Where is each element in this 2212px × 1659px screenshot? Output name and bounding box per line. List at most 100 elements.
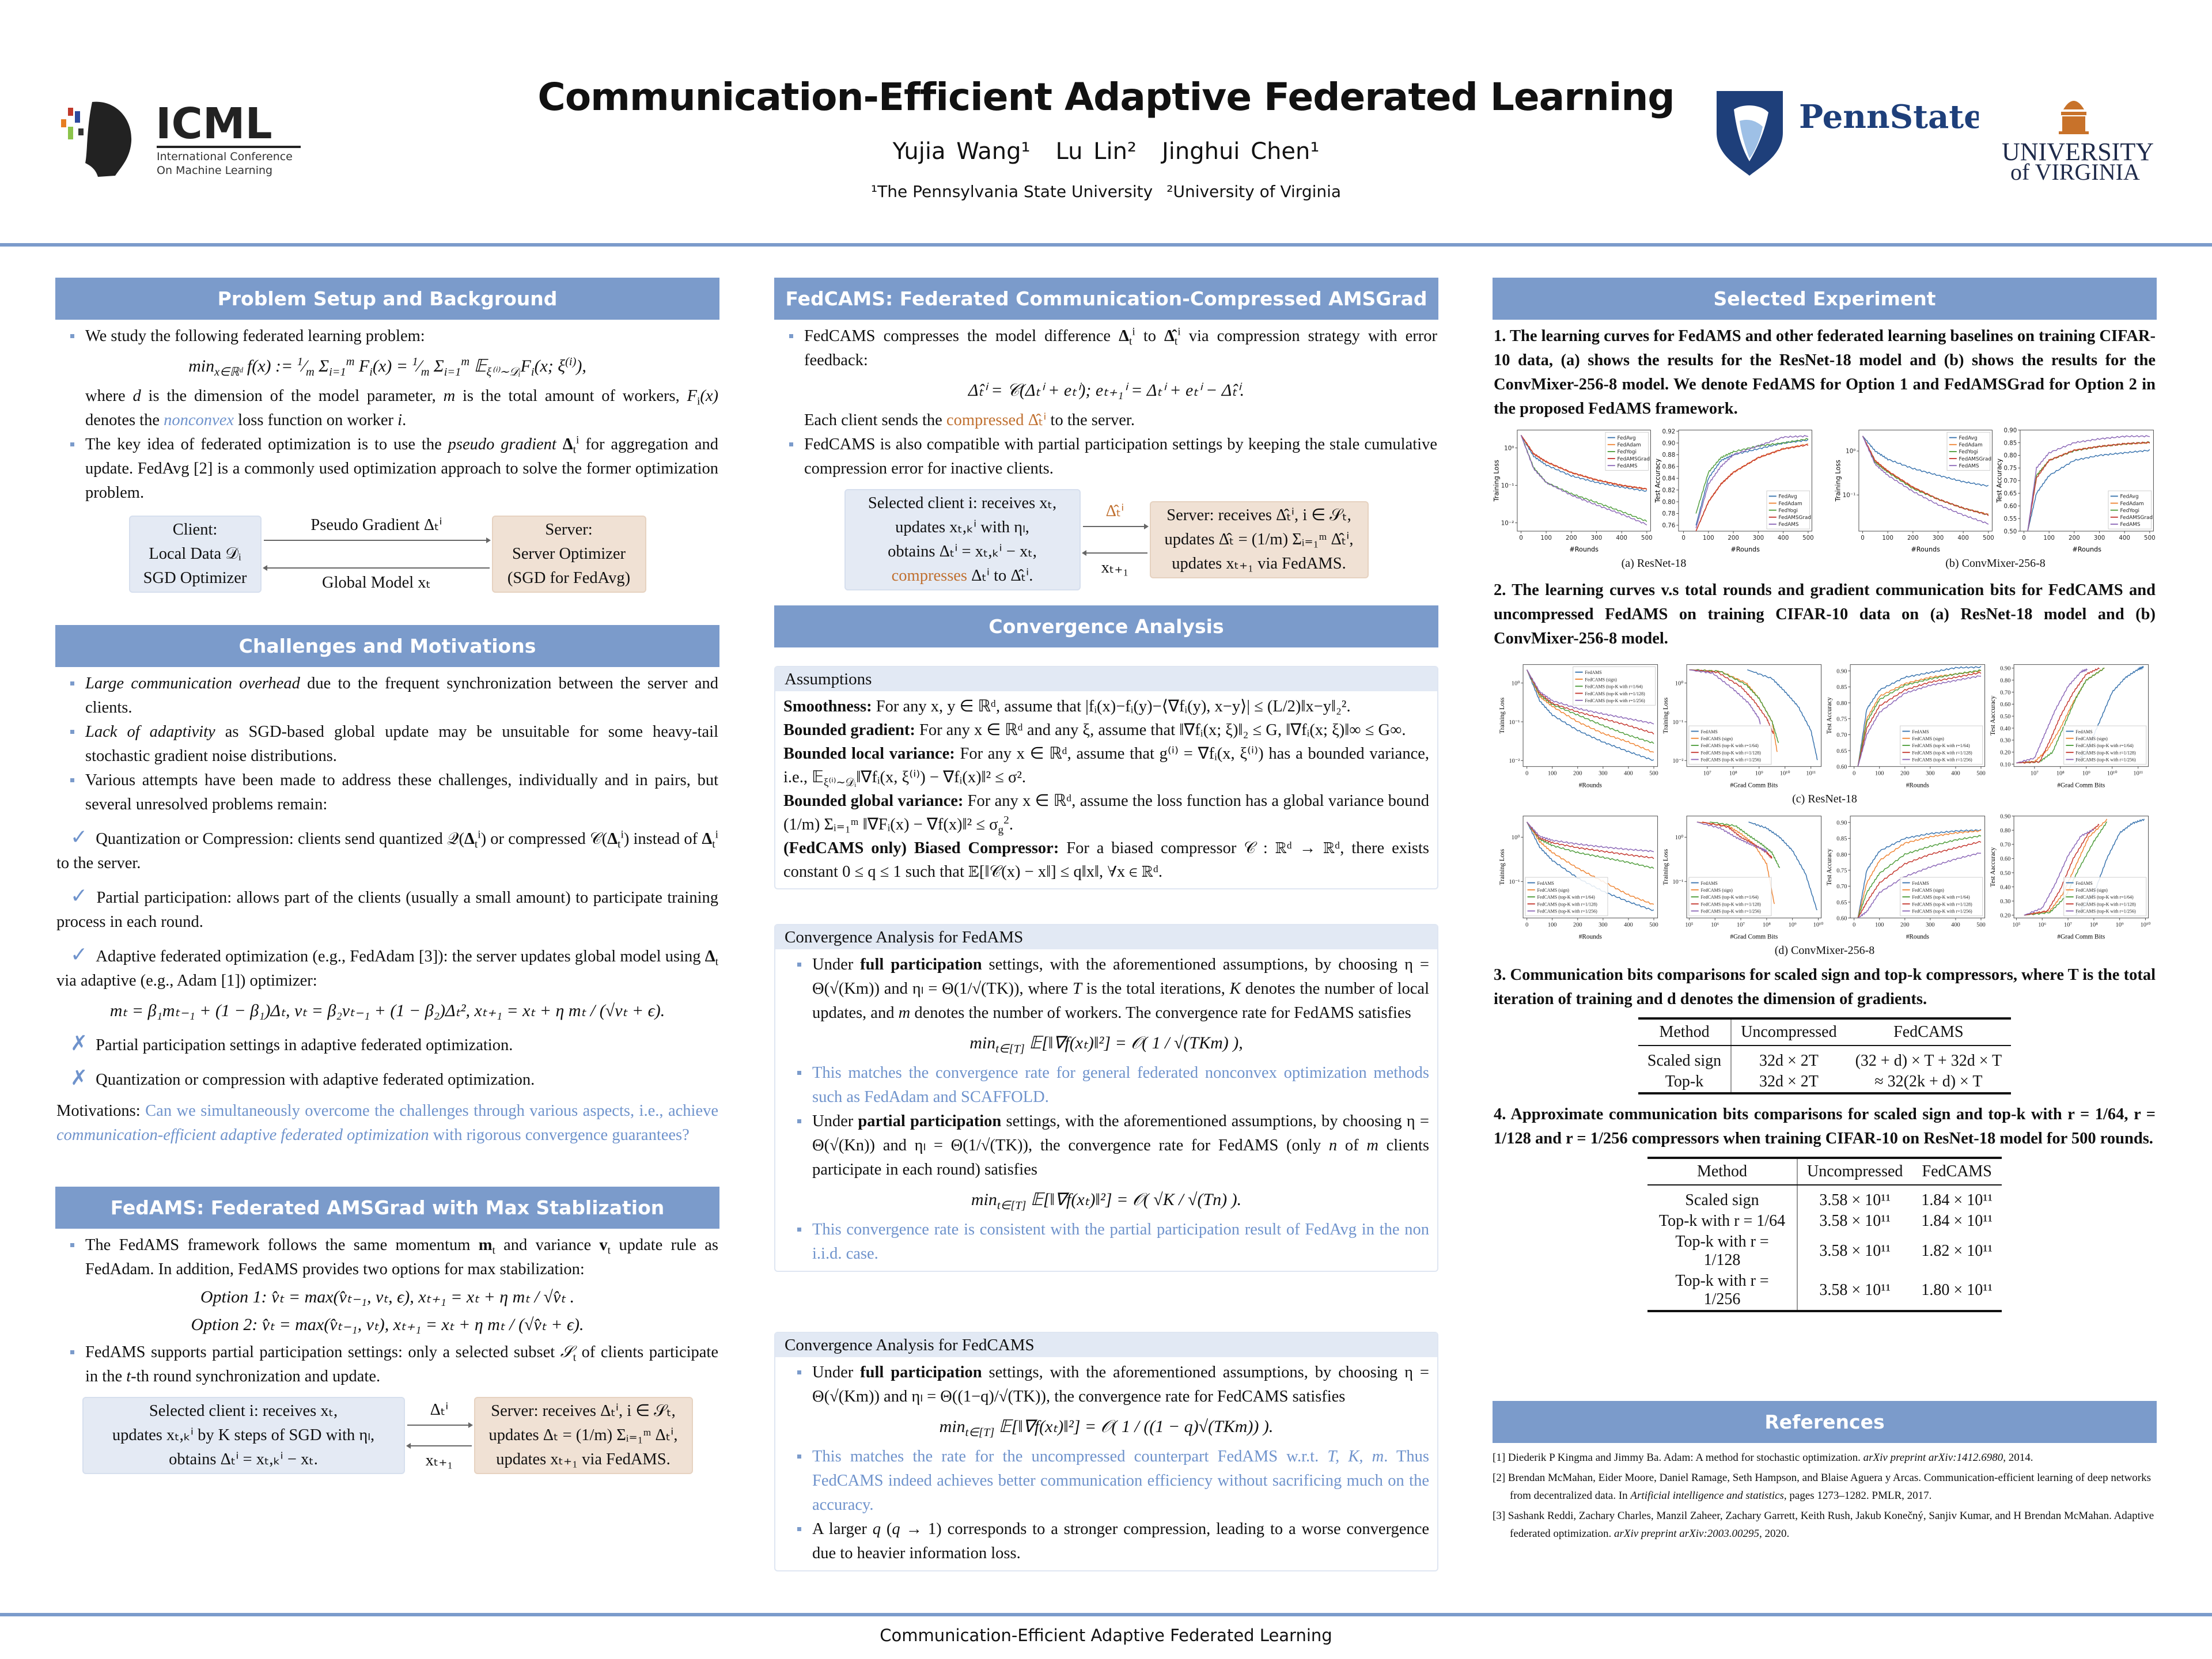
text-segment: to (1135, 327, 1165, 345)
legend-label: FedCAMS (top-K with r=1/128) (1537, 902, 1597, 907)
y-tick-label: 0.90 (1836, 820, 1847, 826)
y-tick-label: 10⁰ (1846, 448, 1855, 455)
series-line (1526, 821, 1654, 853)
text-segment: FedCAMS compresses the model difference (804, 327, 1119, 345)
assumption-local-variance: Bounded local variance: For any x ∈ ℝᵈ, … (783, 742, 1429, 789)
footer-divider (0, 1613, 2212, 1616)
x-tick-label: 10⁷ (2030, 771, 2038, 777)
y-axis-label: Training Loss (1662, 849, 1669, 885)
text-segment: i (620, 828, 624, 841)
x-tick-label: 500 (1641, 535, 1653, 541)
x-tick-label: 10¹¹ (1806, 771, 1816, 777)
y-tick-label: 0.75 (1836, 716, 1847, 722)
y-tick-label: 10⁻² (1501, 520, 1514, 527)
y-tick-label: 10⁻¹ (1843, 492, 1856, 499)
table-header: FedCAMS (1846, 1018, 2012, 1046)
client-line: updates xₜ,ₖⁱ by K steps of SGD with ηₗ, (112, 1426, 375, 1444)
series-line (1709, 821, 1780, 868)
text-segment: Δ̂ (1164, 327, 1175, 345)
y-axis-label: Training Loss (1499, 698, 1506, 734)
x-tick-label: 10⁸ (1729, 771, 1737, 777)
text-segment: 𝔼[‖∇f(xₜ)‖²] = 𝒪( 1 / √(TKm) ), (1024, 1033, 1243, 1052)
text-segment: Motivations: (56, 1102, 146, 1120)
text-segment: ⁄ (302, 357, 306, 376)
text-segment: Partial participation settings in adapti… (96, 1036, 513, 1054)
reference-item: [2] Brendan McMahan, Eider Moore, Daniel… (1493, 1469, 2157, 1505)
x-tick-label: 10¹⁰ (1779, 771, 1790, 777)
y-tick-label: 0.60 (2000, 856, 2010, 862)
text-segment: [3] Sashank Reddi, Zachary Charles, Manz… (1493, 1510, 2154, 1540)
y-tick-label: 0.70 (2004, 478, 2017, 484)
arrows: Pseudo Gradient Δₜⁱ Global Model xₜ (262, 513, 492, 595)
legend-label: FedCAMS (top-K with r=1/256) (2075, 757, 2136, 763)
text-segment (556, 435, 563, 453)
legend-label: FedAMS (1700, 729, 1717, 734)
series-line (1695, 435, 1809, 529)
experiment-desc-2: 2. The learning curves v.s total rounds … (1494, 581, 2156, 647)
text-segment: x∈ℝᵈ (214, 366, 243, 378)
y-tick-label: 0.90 (1662, 440, 1676, 447)
series-line (1857, 852, 1981, 918)
text-segment: i (696, 395, 700, 408)
text-segment: denotes the (85, 411, 164, 429)
legend-label: FedAMS (1700, 881, 1717, 886)
equation-adam: mₜ = β₁mₜ₋₁ + (1 − β₁)Δₜ, vₜ = β₂vₜ₋₁ + … (56, 999, 718, 1023)
text-segment: for aggregation and update. FedAvg [2] i… (85, 435, 719, 502)
legend-label: FedCAMS (top-K with r=1/128) (1912, 750, 1972, 755)
text-segment: This matches the rate for the uncompress… (812, 1448, 1328, 1465)
series-line (1696, 821, 1775, 904)
legend-label: FedAMS (1779, 522, 1799, 528)
text-segment: with rigorous convergence guarantees? (429, 1126, 690, 1144)
text-segment: t (607, 1244, 611, 1257)
client-line: obtains Δₜⁱ = xₜ,ₖⁱ − xₜ, (888, 543, 1037, 560)
x-tick-label: 10⁷ (1737, 922, 1745, 929)
text-segment: nonconvex (164, 411, 234, 429)
y-tick-label: 0.70 (2000, 842, 2010, 849)
x-tick-label: 100 (1882, 535, 1893, 541)
subsection-title: Assumptions (775, 667, 1437, 691)
text-segment: m (1366, 1137, 1378, 1154)
legend-label: FedCAMS (top-K with r=1/64) (1537, 895, 1595, 900)
text-segment: 𝔼 (469, 357, 487, 376)
convergence-fedcams-box: Convergence Analysis for FedCAMS Under f… (774, 1332, 1438, 1571)
legend-label: FedAMS (2120, 522, 2141, 528)
y-tick-label: 0.30 (2000, 738, 2010, 744)
text-segment: (x) (700, 387, 719, 405)
series-line (2016, 667, 2100, 764)
pennstate-wordmark: PennState (1799, 98, 1979, 136)
table-header: Uncompressed (1797, 1158, 1912, 1185)
text-segment: partial participation (858, 1112, 1002, 1130)
text-segment: t∈[T] (995, 1043, 1025, 1055)
text-segment: i (531, 366, 535, 378)
uva-line2: of VIRGINIA (2010, 159, 2140, 184)
text-segment: . (402, 411, 407, 429)
x-axis-label: #Rounds (1569, 546, 1599, 554)
x-tick-label: 0 (1525, 771, 1528, 777)
check-item: Partial participation: allows part of th… (56, 889, 718, 931)
text-segment: f(x) := (243, 357, 297, 376)
text-segment: denotes the number of local updates, and (812, 980, 1429, 1022)
section-fedams: FedAMS: Federated AMSGrad with Max Stabl… (55, 1187, 719, 1482)
cross-icon: ✗ (70, 1032, 88, 1055)
series-line (1857, 666, 1981, 767)
y-tick-label: 10⁰ (1511, 835, 1520, 841)
text-segment: Bounded gradient: (783, 721, 915, 739)
arrow-left-icon (262, 565, 490, 571)
x-axis-label: #Rounds (1578, 782, 1601, 789)
x-tick-label: 400 (1624, 922, 1633, 929)
author: Jinghui Chen¹ (1161, 138, 1320, 165)
series-line (1857, 835, 1981, 918)
x-tick-label: 200 (1566, 535, 1577, 541)
x-tick-label: 10⁹ (1788, 922, 1796, 929)
text-segment: i (576, 434, 579, 446)
legend-label: FedAdam (1618, 442, 1641, 448)
text-segment: ( (881, 1520, 892, 1538)
x-tick-label: 10¹⁰ (2140, 922, 2150, 929)
legend-box (1688, 725, 1771, 765)
text-segment: Option 1: v̂ₜ = max(v̂ₜ₋₁, vₜ, ϵ), xₜ₊₁ … (200, 1287, 575, 1306)
